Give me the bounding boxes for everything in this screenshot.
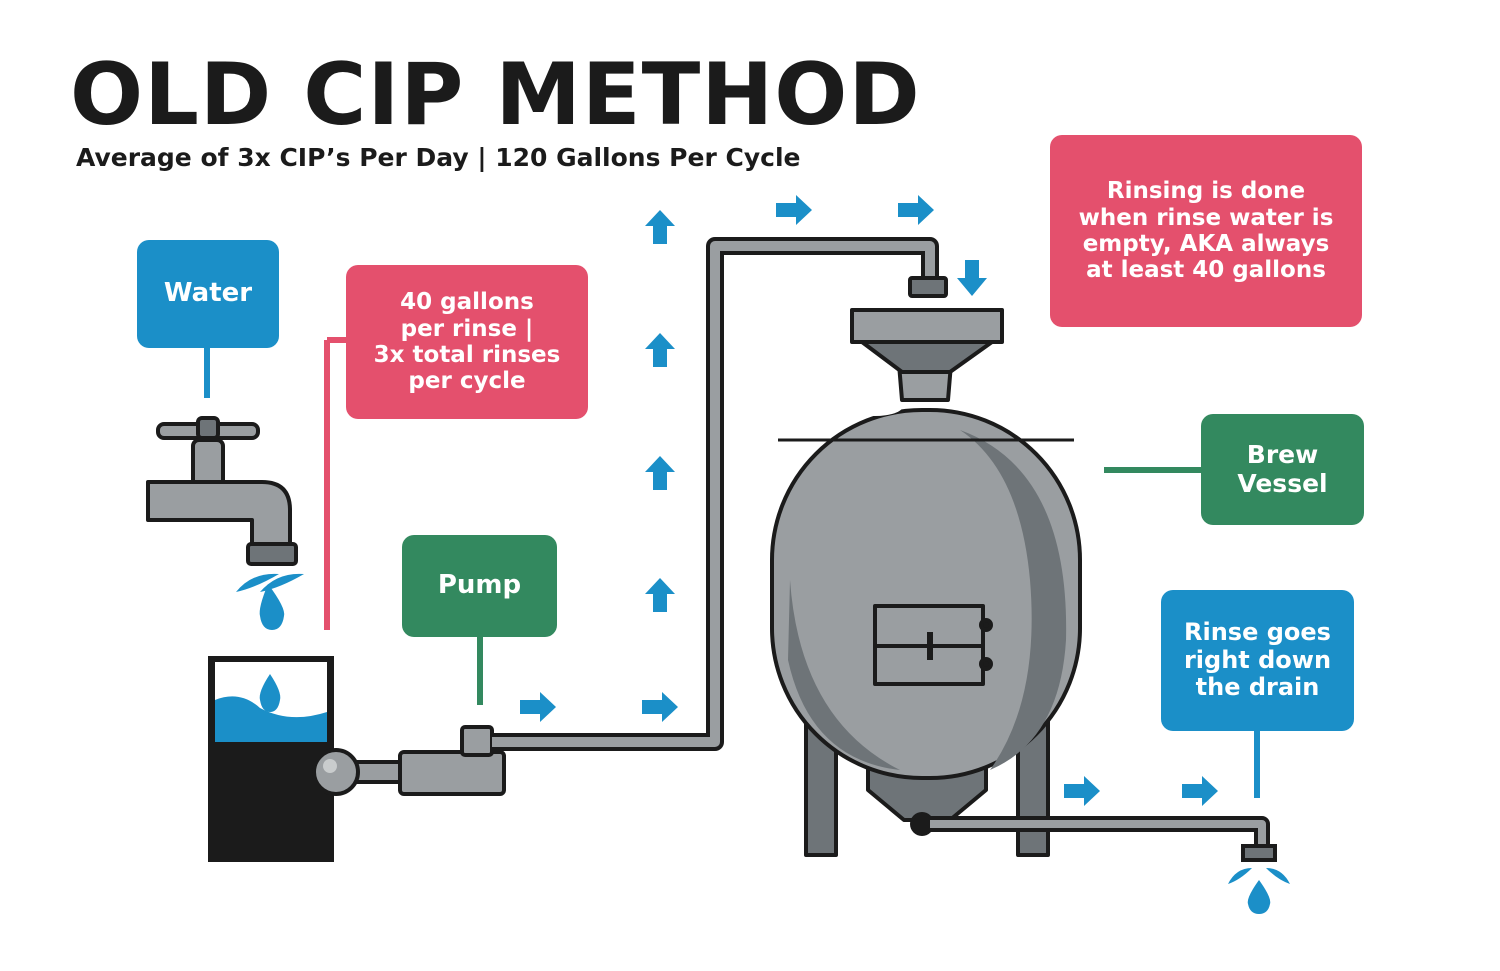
rinse-info-label: 40 gallons per rinse | 3x total rinses p… bbox=[346, 265, 588, 419]
water-label: Water bbox=[137, 240, 279, 348]
arrow-right-icon bbox=[776, 195, 812, 225]
arrow-right-icon bbox=[520, 692, 556, 722]
flow-arrows-right bbox=[520, 195, 1218, 806]
faucet-icon bbox=[146, 416, 298, 566]
supply-pipe bbox=[492, 237, 939, 751]
arrow-right-icon bbox=[1182, 776, 1218, 806]
arrow-up-icon bbox=[645, 456, 675, 490]
arrow-up-icon bbox=[645, 333, 675, 367]
water-tank-icon bbox=[208, 656, 334, 862]
page-title: OLD CIP METHOD bbox=[70, 45, 921, 145]
pump-label: Pump bbox=[402, 535, 557, 637]
page-subtitle: Average of 3x CIP’s Per Day | 120 Gallon… bbox=[76, 143, 801, 172]
drain-valve bbox=[910, 812, 934, 836]
drain-nozzle bbox=[1241, 844, 1277, 862]
arrow-right-icon bbox=[898, 195, 934, 225]
drain-pipe bbox=[930, 816, 1270, 848]
drain-drops-icon bbox=[1228, 868, 1290, 914]
brew-vessel-icon bbox=[770, 308, 1082, 857]
drain-label: Rinse goes right down the drain bbox=[1161, 590, 1354, 731]
rinsing-done-label: Rinsing is done when rinse water is empt… bbox=[1050, 135, 1362, 327]
faucet-drops-icon bbox=[236, 573, 304, 630]
supply-nozzle bbox=[908, 276, 948, 298]
arrow-down-icon bbox=[957, 260, 987, 296]
arrow-up-icon bbox=[645, 578, 675, 612]
pump-icon bbox=[312, 725, 506, 796]
arrow-right-icon bbox=[642, 692, 678, 722]
brew-vessel-label: Brew Vessel bbox=[1201, 414, 1364, 525]
arrow-up-icon bbox=[645, 210, 675, 244]
arrow-right-icon bbox=[1064, 776, 1100, 806]
flow-arrows-up bbox=[645, 210, 675, 612]
